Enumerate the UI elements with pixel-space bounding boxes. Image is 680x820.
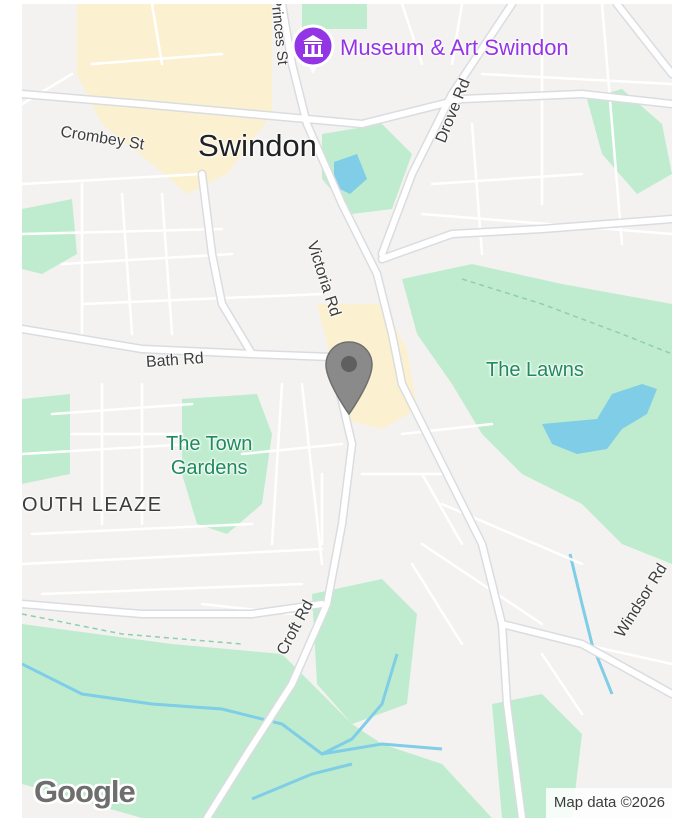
park-the-lawns — [402, 264, 672, 564]
park-label-town-gardens: The Town Gardens — [166, 432, 252, 480]
poi-museum-label[interactable]: Museum & Art Swindon — [340, 35, 569, 60]
park-label-town-gardens-line2: Gardens — [170, 457, 248, 479]
location-pin-icon[interactable] — [322, 338, 376, 418]
city-label-swindon: Swindon — [198, 128, 317, 163]
town-centre-area — [77, 4, 272, 194]
park-top-centre — [302, 4, 367, 29]
map-view[interactable]: Museum & Art Swindon Princes St Crombey … — [22, 4, 672, 818]
park-south-centre — [312, 579, 417, 724]
google-logo[interactable]: Google — [34, 774, 136, 809]
park-town-gardens — [182, 394, 272, 534]
map-canvas[interactable] — [22, 4, 672, 818]
park-label-town-gardens-line1: The Town — [166, 433, 253, 455]
park-north — [322, 124, 412, 214]
museum-icon[interactable] — [288, 21, 338, 81]
park-top-right — [587, 89, 672, 194]
park-south-wide — [22, 624, 492, 818]
area-label-south-leaze: OUTH LEAZE — [22, 494, 163, 516]
park-west — [22, 199, 77, 274]
map-attribution[interactable]: Map data ©2026 — [545, 788, 672, 818]
park-left-mid — [22, 394, 70, 484]
water-lawns — [542, 384, 657, 454]
water-north-lake — [334, 154, 367, 194]
park-label-the-lawns: The Lawns — [486, 359, 584, 381]
